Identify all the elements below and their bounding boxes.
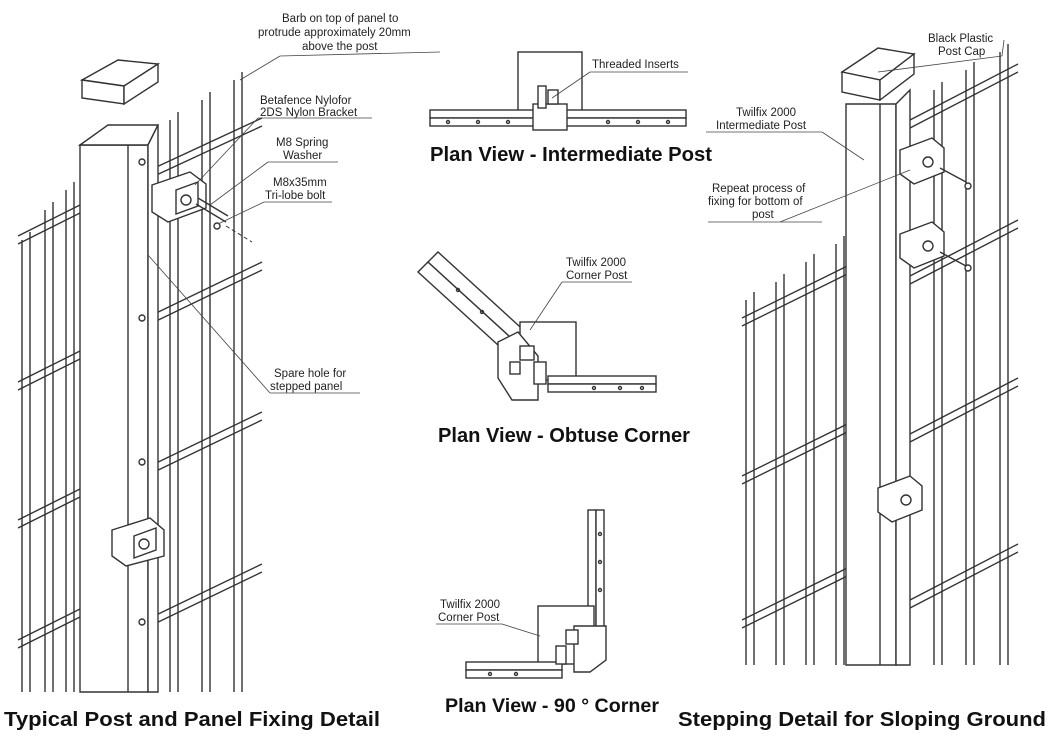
bolt-label-2: Tri-lobe bolt xyxy=(265,190,326,202)
plan-intermediate-title: Plan View - Intermediate Post xyxy=(430,144,712,166)
typical-fixing-drawing xyxy=(17,59,263,693)
washer-label-1: M8 Spring xyxy=(276,137,328,149)
bolt-label-1: M8x35mm xyxy=(273,177,327,189)
stepping-labels: Black Plastic Post Cap Twilfix 2000 Inte… xyxy=(708,33,993,221)
barb-label-2: protrude approximately 20mm xyxy=(258,27,411,39)
plan-intermediate-drawing xyxy=(429,51,687,131)
ninety-corner-post-label-1: Twilfix 2000 xyxy=(440,599,500,611)
repeat-process-label-2: fixing for bottom of xyxy=(708,196,803,208)
post-cap-label-1: Black Plastic xyxy=(928,33,993,45)
repeat-process-label-1: Repeat process of xyxy=(712,183,806,195)
barb-label-3: above the post xyxy=(302,41,378,53)
spare-hole-label-1: Spare hole for xyxy=(274,368,346,380)
obtuse-corner-post-label-2: Corner Post xyxy=(566,270,628,282)
threaded-inserts-label: Threaded Inserts xyxy=(592,59,679,71)
barb-label-1: Barb on top of panel to xyxy=(282,13,398,25)
ninety-corner-post-label-2: Corner Post xyxy=(438,612,500,624)
washer-label-2: Washer xyxy=(283,150,322,162)
obtuse-corner-post-label-1: Twilfix 2000 xyxy=(566,257,626,269)
typical-title: Typical Post and Panel Fixing Detail xyxy=(4,709,380,731)
post-cap-label-2: Post Cap xyxy=(938,46,985,58)
stepping-title: Stepping Detail for Sloping Ground xyxy=(678,709,1046,731)
bracket-label-1: Betafence Nylofor xyxy=(260,95,352,107)
stepping-drawing xyxy=(741,44,1019,666)
plan-obtuse-drawing xyxy=(416,251,657,401)
plan-90-title: Plan View - 90 ° Corner xyxy=(445,696,660,717)
spare-hole-label-2: stepped panel xyxy=(270,381,342,393)
typical-labels: Barb on top of panel to protrude approxi… xyxy=(258,13,411,393)
bracket-label-2: 2DS Nylon Bracket xyxy=(260,107,358,119)
intermediate-post-label-2: Intermediate Post xyxy=(716,120,807,132)
plan-90-drawing xyxy=(465,509,607,679)
intermediate-post-label-1: Twilfix 2000 xyxy=(736,107,796,119)
repeat-process-label-3: post xyxy=(752,209,775,221)
plan-obtuse-title: Plan View - Obtuse Corner xyxy=(438,425,690,447)
typical-leaders xyxy=(147,51,441,394)
